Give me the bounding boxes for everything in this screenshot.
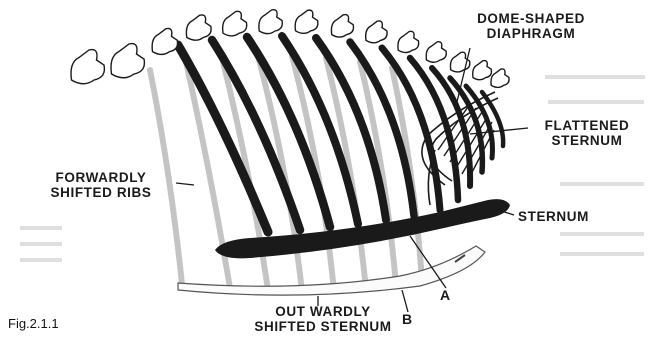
label-a: A <box>440 288 451 303</box>
sternum-label-text: STERNUM <box>518 209 589 224</box>
vertebra-6 <box>259 10 282 34</box>
vertebra-3 <box>152 28 177 54</box>
dome-label-line2: DIAPHRAGM <box>446 26 616 41</box>
vertebra-7 <box>295 10 318 33</box>
vertebra-4 <box>186 15 211 40</box>
vertebra-14 <box>491 69 509 87</box>
vertebra-11 <box>426 42 446 63</box>
vertebra-10 <box>398 31 419 52</box>
sternum-label: STERNUM <box>518 209 628 224</box>
outwardly-shifted-sternum-label: OUT WARDLY SHIFTED STERNUM <box>238 304 408 334</box>
outward-label-line2: SHIFTED STERNUM <box>238 319 408 334</box>
vertebra-13 <box>473 61 492 80</box>
outward-label-line1: OUT WARDLY <box>238 304 408 319</box>
flattened-label-line1: FLATTENED <box>528 118 646 133</box>
vertebra-8 <box>331 15 353 38</box>
vertebra-9 <box>366 21 387 43</box>
vertebra-1 <box>71 50 104 84</box>
flattened-label-line2: STERNUM <box>528 133 646 148</box>
figure-caption: Fig.2.1.1 <box>8 316 59 331</box>
vertebra-5 <box>223 11 247 36</box>
forwardly-label-line2: SHIFTED RIBS <box>20 185 182 200</box>
dome-shaped-diaphragm-label: DOME-SHAPED DIAPHRAGM <box>446 11 616 41</box>
vertebra-2 <box>111 44 144 78</box>
label-b: B <box>402 312 413 327</box>
flattened-sternum-label: FLATTENED STERNUM <box>528 118 646 148</box>
forwardly-shifted-ribs-label: FORWARDLY SHIFTED RIBS <box>20 170 182 200</box>
dome-label-line1: DOME-SHAPED <box>446 11 616 26</box>
forwardly-label-line1: FORWARDLY <box>20 170 182 185</box>
